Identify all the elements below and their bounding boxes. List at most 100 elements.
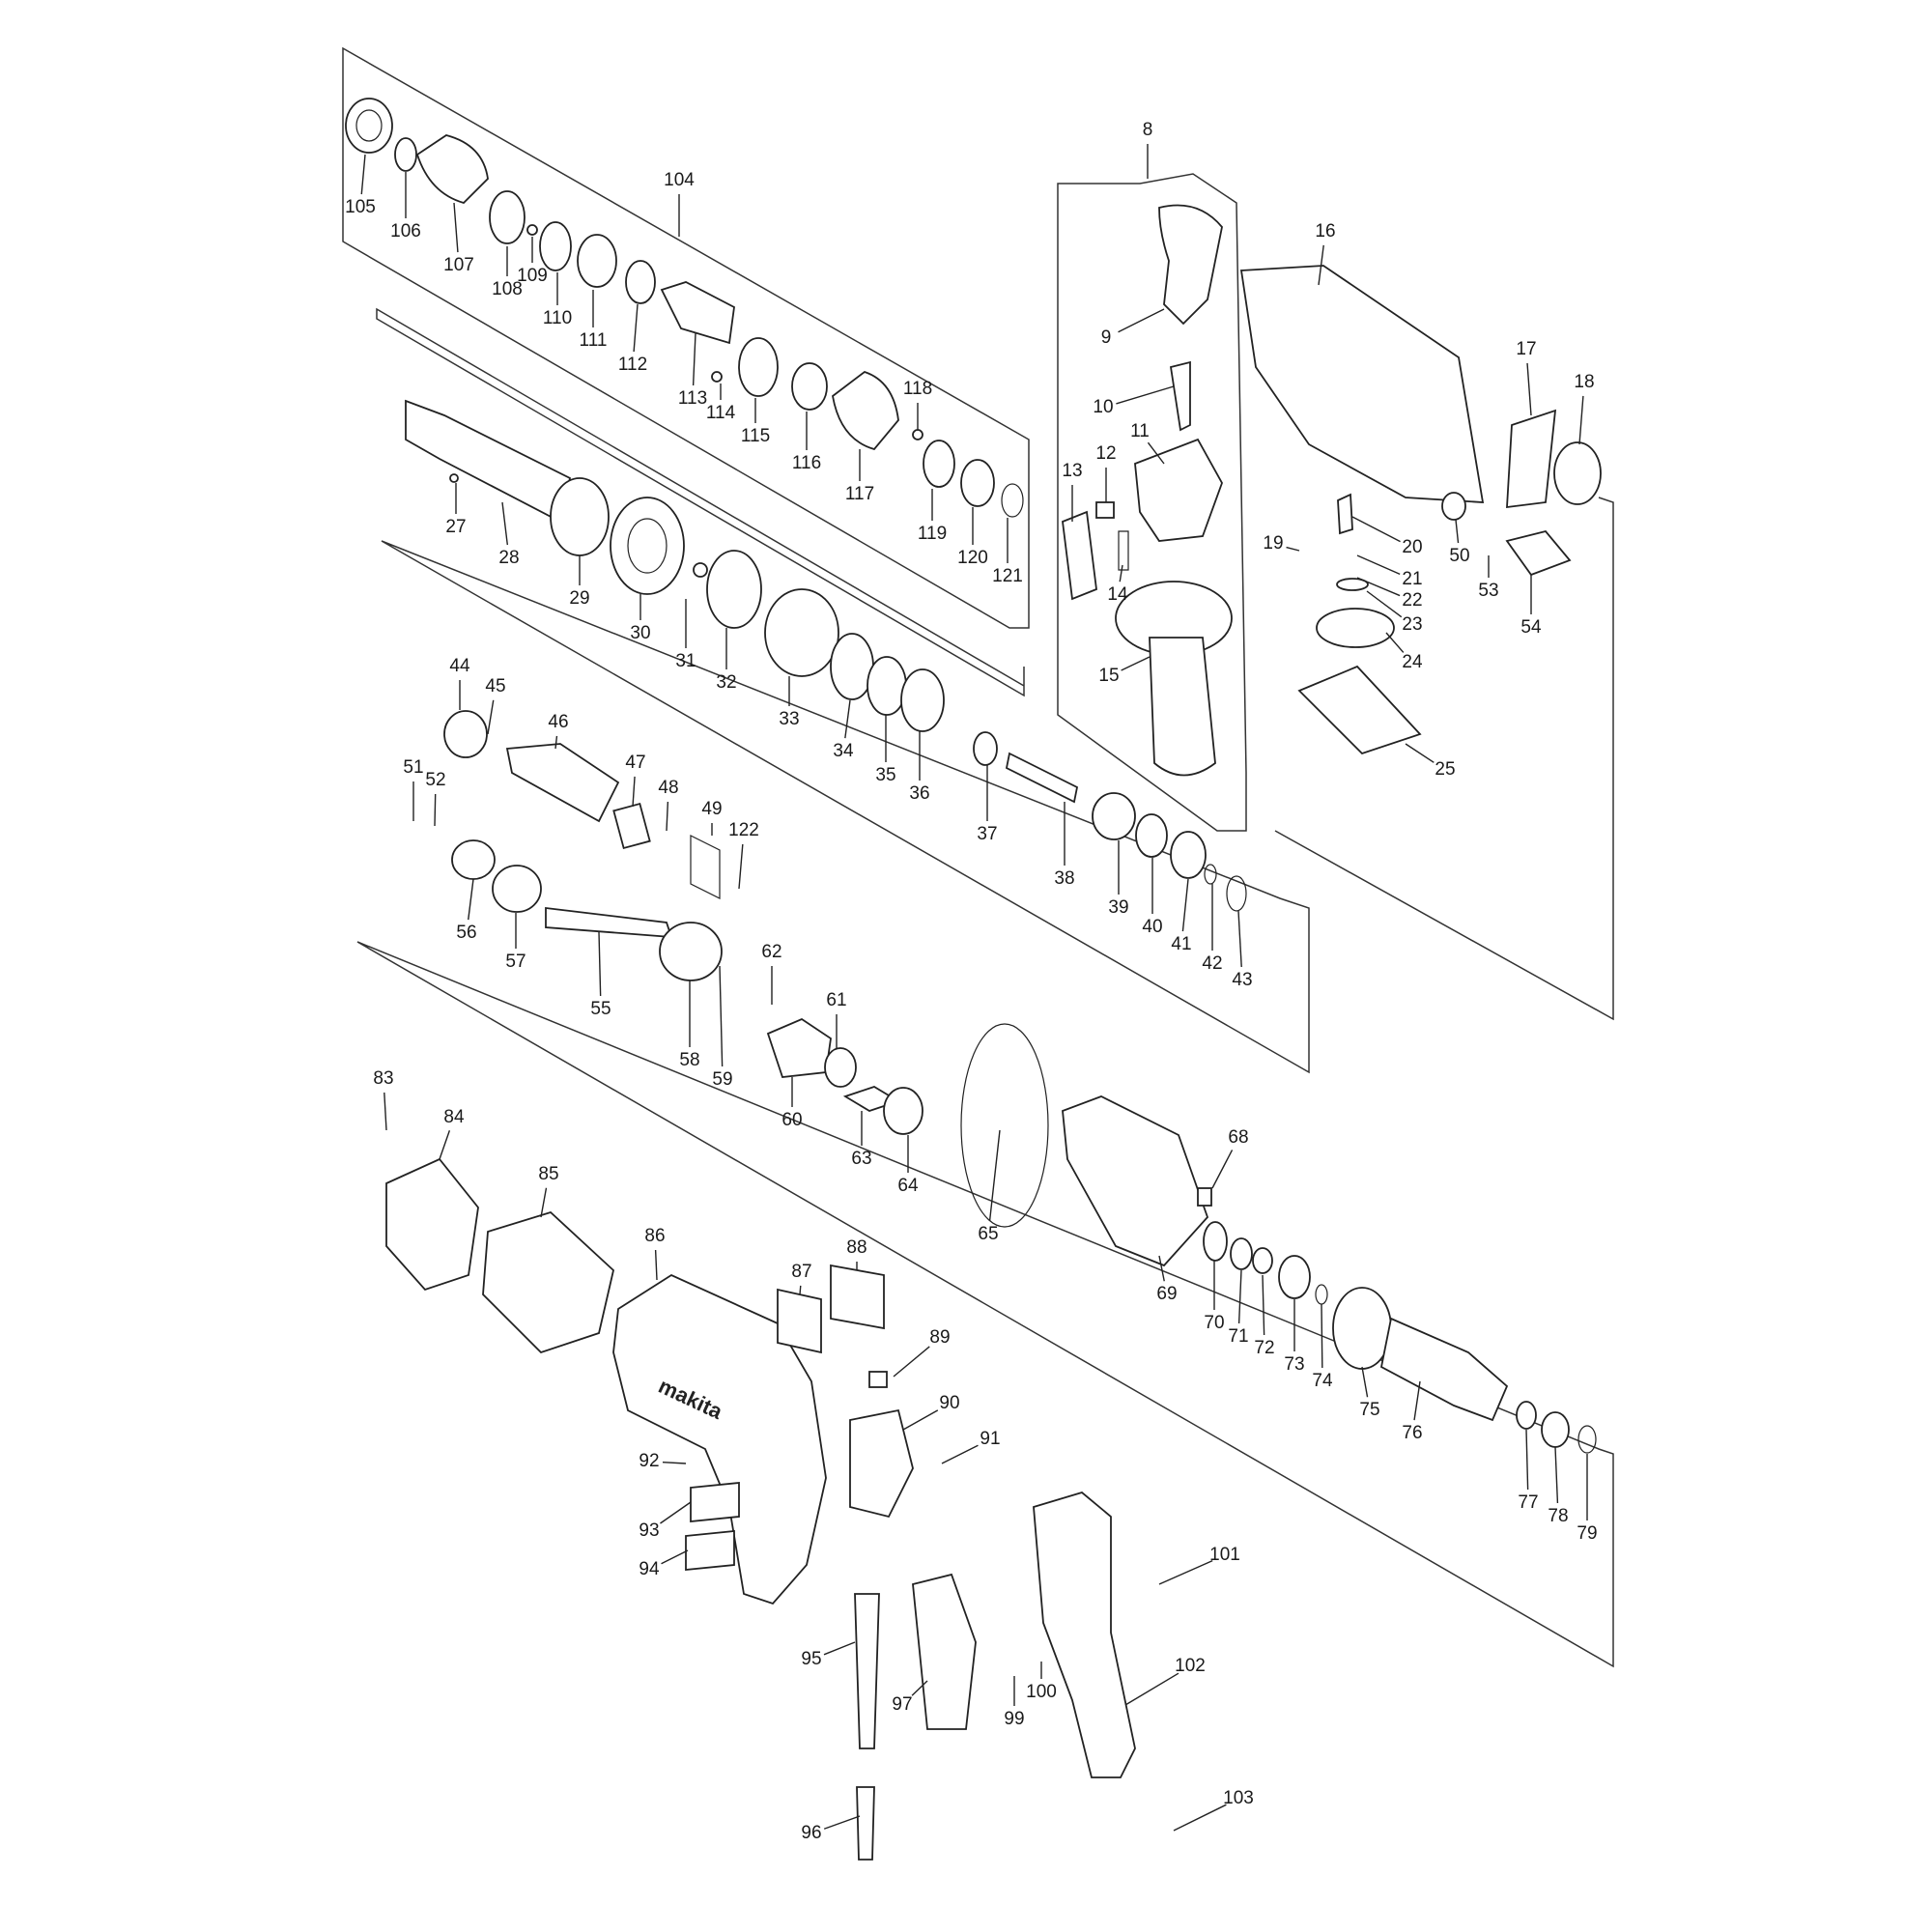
- part-label-88: 88: [846, 1237, 867, 1258]
- part-106: [394, 137, 417, 172]
- part-115: [738, 337, 779, 397]
- leader-line-34: [844, 699, 851, 739]
- part-label-23: 23: [1402, 614, 1422, 635]
- part-label-15: 15: [1098, 666, 1119, 686]
- part-label-16: 16: [1315, 221, 1335, 242]
- part-112: [625, 260, 656, 304]
- part-label-115: 115: [741, 426, 770, 446]
- part-label-56: 56: [456, 923, 476, 943]
- part-117: [832, 370, 899, 451]
- part-label-108: 108: [492, 279, 523, 299]
- frame-motor-assembly: [356, 941, 1614, 1668]
- leader-line-112: [633, 303, 639, 353]
- part-109: [526, 224, 538, 236]
- part-23: [1336, 578, 1369, 591]
- leader-line-77: [1525, 1429, 1529, 1491]
- part-label-27: 27: [445, 517, 466, 537]
- part-label-9: 9: [1101, 327, 1112, 348]
- part-54: [1505, 529, 1572, 577]
- part-35: [867, 656, 907, 716]
- part-90: [849, 1408, 914, 1519]
- part-61: [824, 1047, 857, 1088]
- part-label-18: 18: [1574, 372, 1594, 392]
- part-70: [1203, 1221, 1228, 1262]
- part-label-46: 46: [548, 712, 568, 732]
- part-89: [868, 1371, 888, 1388]
- part-56: [451, 839, 496, 880]
- part-label-85: 85: [538, 1164, 558, 1184]
- leader-line-46: [554, 735, 558, 750]
- part-68: [1197, 1187, 1212, 1207]
- leader-line-89: [893, 1346, 930, 1378]
- part-label-33: 33: [779, 709, 799, 729]
- group-frames: [342, 46, 1614, 1668]
- leader-line-14: [1119, 564, 1123, 582]
- part-label-62: 62: [761, 942, 781, 962]
- leader-line-86: [654, 1249, 658, 1281]
- part-label-22: 22: [1402, 590, 1422, 611]
- part-29: [550, 477, 610, 556]
- part-label-43: 43: [1232, 970, 1252, 990]
- leader-line-102: [1124, 1672, 1179, 1706]
- part-label-63: 63: [851, 1149, 871, 1169]
- part-label-61: 61: [826, 990, 846, 1010]
- part-97: [912, 1573, 977, 1730]
- part-label-34: 34: [833, 741, 854, 761]
- leader-line-101: [1158, 1560, 1213, 1585]
- part-58: [659, 922, 723, 981]
- part-label-118: 118: [903, 379, 932, 399]
- part-label-79: 79: [1577, 1523, 1597, 1544]
- part-13: [1062, 510, 1097, 601]
- part-label-40: 40: [1142, 917, 1162, 937]
- part-label-120: 120: [957, 548, 988, 568]
- part-31: [693, 562, 708, 578]
- part-28: [405, 399, 572, 524]
- part-label-28: 28: [498, 548, 519, 568]
- part-120: [960, 459, 995, 507]
- leader-line-17: [1526, 362, 1532, 416]
- part-label-57: 57: [505, 952, 526, 972]
- leader-line-15: [1121, 656, 1151, 671]
- leader-line-113: [692, 332, 696, 386]
- part-label-93: 93: [639, 1520, 659, 1541]
- part-10: [1169, 360, 1191, 432]
- leader-line-45: [487, 699, 495, 735]
- leader-line-10: [1116, 385, 1175, 405]
- part-18: [1553, 441, 1602, 505]
- part-label-49: 49: [701, 799, 722, 819]
- part-label-89: 89: [929, 1327, 950, 1348]
- part-label-25: 25: [1435, 759, 1455, 780]
- leader-line-74: [1321, 1303, 1323, 1369]
- part-32: [706, 550, 762, 629]
- part-94: [685, 1530, 735, 1571]
- part-77: [1516, 1401, 1537, 1430]
- leader-line-87: [799, 1285, 802, 1295]
- part-93: [690, 1482, 740, 1522]
- part-15: [1149, 637, 1216, 777]
- part-107: [415, 134, 489, 205]
- leader-line-68: [1211, 1150, 1234, 1189]
- leader-line-52: [434, 793, 437, 827]
- part-label-78: 78: [1548, 1506, 1568, 1526]
- leader-line-105: [360, 154, 366, 195]
- part-label-36: 36: [909, 783, 929, 804]
- part-39: [1092, 792, 1136, 840]
- part-label-39: 39: [1108, 897, 1128, 918]
- parts: makita: [345, 98, 1602, 1861]
- part-87: [777, 1288, 822, 1354]
- leader-line-24: [1385, 632, 1405, 653]
- part-75: [1332, 1287, 1392, 1370]
- leader-line-11: [1147, 441, 1165, 465]
- part-88: [830, 1264, 885, 1330]
- leader-line-94: [661, 1549, 689, 1565]
- part-label-105: 105: [345, 197, 376, 217]
- part-16: [1239, 265, 1485, 503]
- part-41: [1170, 831, 1207, 879]
- leader-line-55: [598, 931, 602, 997]
- part-44: [443, 710, 488, 758]
- part-label-54: 54: [1520, 617, 1542, 638]
- leader-line-95: [823, 1641, 856, 1656]
- part-label-90: 90: [939, 1393, 959, 1413]
- part-label-75: 75: [1359, 1400, 1379, 1420]
- part-65: [960, 1023, 1049, 1228]
